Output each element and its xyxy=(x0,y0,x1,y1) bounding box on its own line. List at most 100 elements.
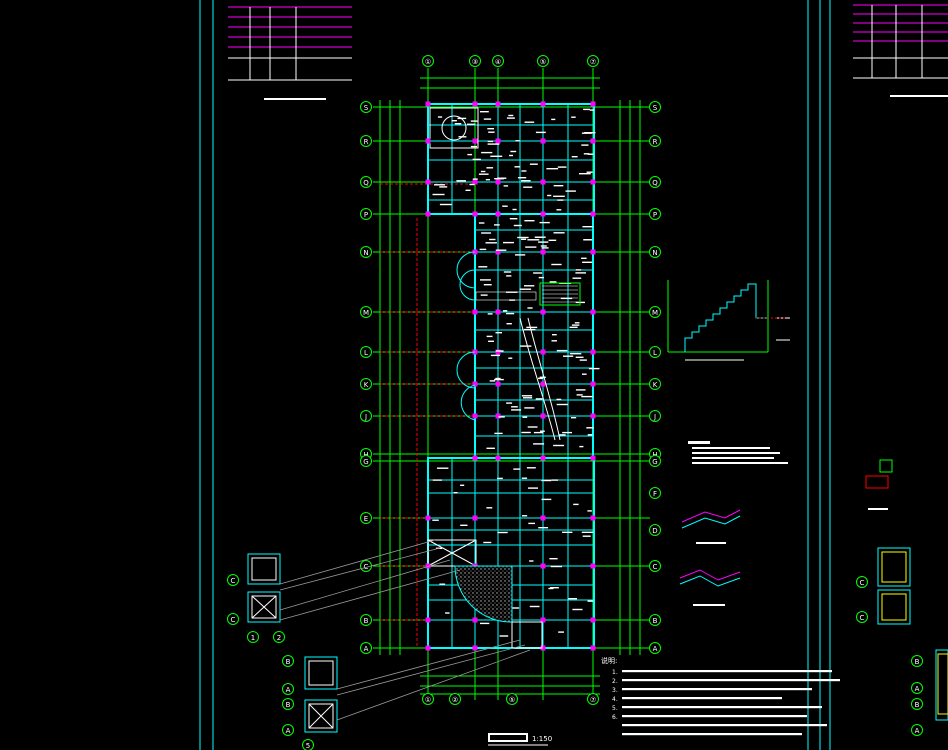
rebar-annotation xyxy=(478,266,488,268)
rebar-annotation xyxy=(581,257,587,259)
rebar-annotation xyxy=(548,587,554,590)
rebar-annotation xyxy=(562,531,573,533)
rebar-annotation xyxy=(572,608,583,611)
column xyxy=(495,249,501,255)
note-number: 5. xyxy=(612,705,618,712)
note-number: 1. xyxy=(612,669,618,676)
rebar-annotations xyxy=(432,108,600,637)
column xyxy=(472,515,478,521)
rebar-annotation xyxy=(569,326,578,328)
detail-bubble-left-label: A xyxy=(286,727,291,735)
rebar-annotation xyxy=(538,527,549,529)
rebar-annotation xyxy=(434,184,445,186)
axis-bubble-left-circle xyxy=(360,378,372,390)
ramp-curve xyxy=(519,317,561,441)
axis-bubble-right-label: S xyxy=(653,104,658,112)
rebar-annotation xyxy=(521,238,527,240)
axis-bubble-left-circle xyxy=(360,642,372,654)
detail-bubble-left-circle xyxy=(302,739,314,750)
rebar-annotation xyxy=(494,378,504,381)
drawing-title-block: 1:150 xyxy=(488,733,552,746)
rebar-annotation xyxy=(571,116,576,118)
rebar-annotation xyxy=(497,477,503,480)
rebar-annotation xyxy=(460,484,465,486)
axis-bubble-left-label: J xyxy=(364,413,367,421)
rebar-annotation xyxy=(454,123,462,125)
axis-bubble-top-circle xyxy=(422,55,434,67)
axis-bubble-bottom-label: ⑤ xyxy=(509,696,515,704)
rebar-annotation xyxy=(535,398,543,400)
detail-bubble-left-circle xyxy=(282,683,294,695)
column xyxy=(425,179,431,185)
column xyxy=(495,309,501,315)
rebar-annotation xyxy=(495,249,507,251)
rebar-annotation xyxy=(528,487,538,489)
rebar-annotation xyxy=(588,367,600,370)
axis-bubble-left-label: Q xyxy=(363,179,369,187)
rebar-annotation xyxy=(521,395,533,397)
rebar-annotation xyxy=(483,284,492,286)
rebar-annotation xyxy=(512,208,517,211)
rebar-annotation xyxy=(567,598,577,600)
axis-bubble-top-label: ⑦ xyxy=(590,58,596,66)
detail-bubble-right-label: C xyxy=(860,614,865,622)
rebar-annotation xyxy=(510,150,517,153)
column xyxy=(495,349,501,355)
rebar-annotation xyxy=(495,350,504,352)
axis-bubble-right-label: J xyxy=(653,413,656,421)
rebar-annotation xyxy=(586,427,594,429)
rebar-annotation xyxy=(480,279,491,281)
rebar-annotation xyxy=(467,153,473,156)
detail-bubble-right-circle xyxy=(856,576,868,588)
axis-bubble-top-circle xyxy=(537,55,549,67)
column xyxy=(540,101,546,107)
rebar-annotation xyxy=(583,153,590,155)
rebar-annotation xyxy=(546,168,559,170)
rebar-annotation xyxy=(467,123,476,125)
rebar-annotation xyxy=(490,155,503,157)
rebar-annotation xyxy=(486,335,493,338)
axis-bubble-top-label: ① xyxy=(425,58,431,66)
rebar-annotation xyxy=(529,163,538,165)
rebar-annotation xyxy=(439,186,448,188)
rebar-annotation xyxy=(541,498,552,501)
rebar-annotation xyxy=(524,121,535,123)
rebar-annotation xyxy=(575,272,586,274)
rebar-annotation xyxy=(485,242,497,244)
column xyxy=(590,309,596,315)
floor-plan-beams xyxy=(427,103,595,649)
column xyxy=(590,563,596,569)
rebar-annotation xyxy=(539,221,550,224)
entry-box xyxy=(427,539,477,567)
rebar-annotation xyxy=(523,186,533,188)
rebar-annotation xyxy=(494,178,505,180)
detail-bubble-left-label: B xyxy=(286,701,291,709)
detail-bubble-left-label: A xyxy=(286,686,291,694)
rebar-annotation xyxy=(503,271,512,273)
rebar-annotation xyxy=(541,479,552,482)
rebar-annotation xyxy=(575,356,584,358)
column xyxy=(590,413,596,419)
rebar-annotation xyxy=(582,373,587,375)
axis-bubble-left-circle xyxy=(360,176,372,188)
rebar-annotation xyxy=(506,323,512,325)
rebar-annotation xyxy=(576,394,583,396)
rebar-annotation xyxy=(503,310,508,312)
column xyxy=(472,645,478,651)
column xyxy=(425,617,431,623)
rebar-annotation xyxy=(586,171,593,173)
column xyxy=(540,179,546,185)
detail-bubble-right-label: B xyxy=(915,658,920,666)
rebar-annotation xyxy=(517,177,527,179)
secondary-beams xyxy=(427,104,594,648)
rebar-annotation xyxy=(511,607,520,609)
column xyxy=(590,179,596,185)
rebar-annotation xyxy=(562,431,572,434)
axis-bubble-bottom-circle xyxy=(506,693,518,705)
detail-bubble-left-label: 1 xyxy=(251,634,255,642)
column xyxy=(472,381,478,387)
rebar-annotation xyxy=(521,477,528,479)
column xyxy=(540,563,546,569)
rebar-annotation xyxy=(456,180,466,182)
rebar-annotation xyxy=(470,120,478,122)
